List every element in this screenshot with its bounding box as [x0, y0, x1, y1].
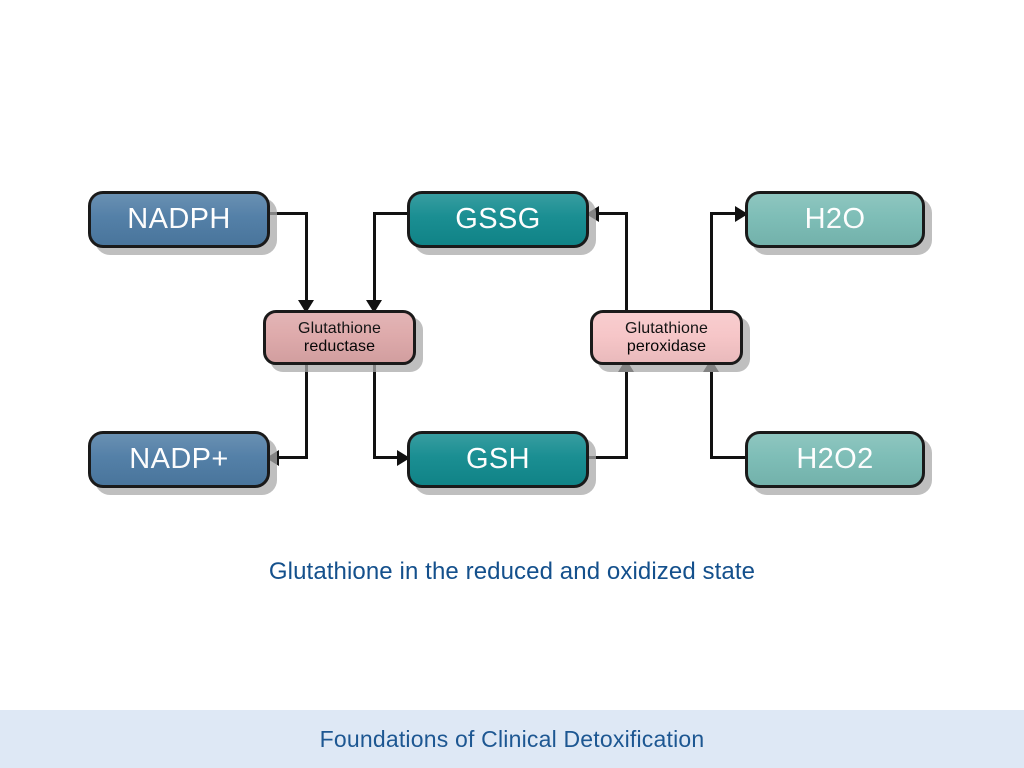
connector-reductase-to-nadp-horizontal [278, 456, 308, 459]
arrowhead-into-h2o [735, 206, 748, 222]
connector-peroxidase-to-h2o-vertical [710, 212, 713, 310]
connector-reductase-to-gsh-vertical [373, 360, 376, 456]
connector-peroxidase-to-gssg-horizontal [598, 212, 628, 215]
node-nadp-plus[interactable]: NADP+ [88, 431, 270, 488]
connector-peroxidase-to-gssg-vertical [625, 212, 628, 310]
arrowhead-into-reductase-right [366, 300, 382, 313]
connector-gsh-to-peroxidase-vertical [625, 370, 628, 459]
node-h2o[interactable]: H2O [745, 191, 925, 248]
node-gssg-label: GSSG [455, 202, 541, 235]
node-nadph-label: NADPH [127, 202, 231, 235]
arrowhead-into-gssg [586, 206, 599, 222]
node-h2o2[interactable]: H2O2 [745, 431, 925, 488]
connector-reductase-to-nadp-vertical [305, 360, 308, 456]
connector-gsh-to-peroxidase-horizontal [588, 456, 628, 459]
arrowhead-into-reductase-left [298, 300, 314, 313]
connector-nadph-to-reductase-vertical [305, 212, 308, 304]
connector-gssg-to-reductase-vertical [373, 212, 376, 304]
node-glutathione-peroxidase[interactable]: Glutathione peroxidase [590, 310, 743, 365]
connector-h2o2-to-peroxidase-horizontal [710, 456, 748, 459]
node-gssg[interactable]: GSSG [407, 191, 589, 248]
footer-title: Foundations of Clinical Detoxification [319, 725, 705, 752]
node-h2o-label: H2O [804, 202, 866, 235]
node-nadph[interactable]: NADPH [88, 191, 270, 248]
node-gsh-label: GSH [465, 442, 531, 475]
node-glutathione-peroxidase-label: Glutathione peroxidase [625, 320, 708, 355]
node-glutathione-reductase-label: Glutathione reductase [298, 320, 381, 355]
connector-reductase-to-gsh-horizontal [373, 456, 403, 459]
connector-h2o2-to-peroxidase-vertical [710, 370, 713, 459]
node-glutathione-reductase[interactable]: Glutathione reductase [263, 310, 416, 365]
arrowhead-into-gsh [397, 450, 410, 466]
node-nadp-plus-label: NADP+ [129, 442, 229, 475]
diagram-caption: Glutathione in the reduced and oxidized … [268, 558, 756, 585]
node-gsh[interactable]: GSH [407, 431, 589, 488]
connector-peroxidase-to-h2o-horizontal [710, 212, 742, 215]
connector-nadph-to-reductase-horizontal [268, 212, 308, 215]
footer-bar: Foundations of Clinical Detoxification [0, 710, 1024, 768]
connector-gssg-to-reductase-horizontal [373, 212, 408, 215]
node-h2o2-label: H2O2 [796, 442, 874, 475]
